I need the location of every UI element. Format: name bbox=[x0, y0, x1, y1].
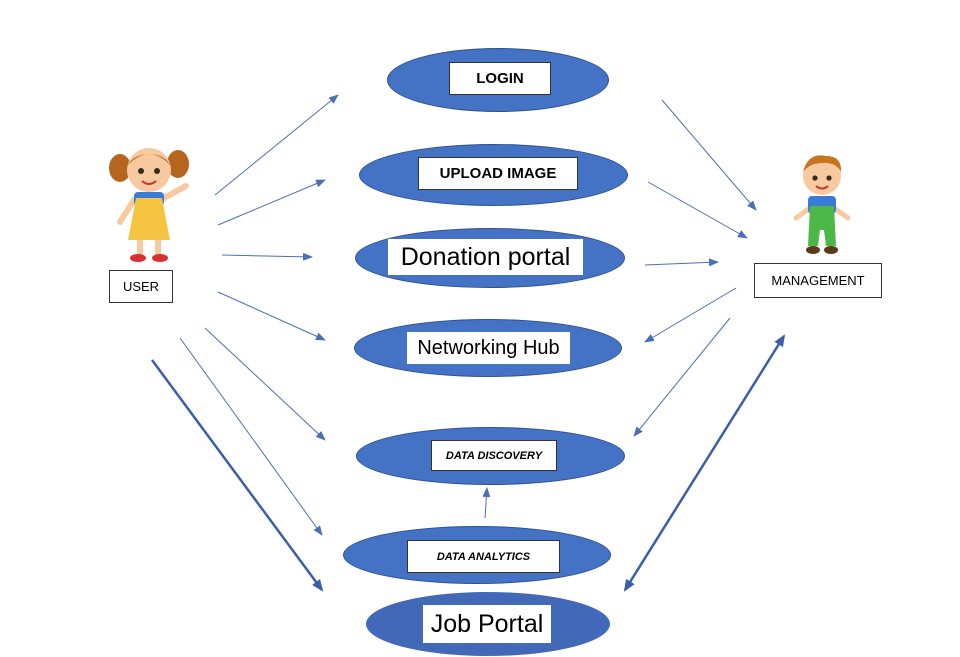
login-label: LOGIN bbox=[449, 62, 551, 95]
arrow-user-donation bbox=[221, 252, 313, 261]
data-discovery-label: DATA DISCOVERY bbox=[431, 440, 557, 471]
arrow-user-jobportal bbox=[150, 359, 324, 592]
data-analytics-label: DATA ANALYTICS bbox=[407, 540, 560, 573]
arrow-upload-management bbox=[647, 181, 748, 239]
management-boy-figure bbox=[790, 150, 854, 262]
arrow-user-analytics bbox=[179, 337, 323, 536]
upload-image-label: UPLOAD IMAGE bbox=[418, 157, 578, 190]
user-actor-label: USER bbox=[109, 270, 173, 303]
arrow-management-jobportal bbox=[623, 334, 786, 592]
arrow-login-management bbox=[661, 99, 757, 211]
arrow-user-discovery bbox=[204, 327, 326, 441]
arrow-management-networking bbox=[644, 287, 737, 343]
arrow-user-networking bbox=[217, 291, 326, 341]
management-actor-label: MANAGEMENT bbox=[754, 263, 882, 298]
donation-portal-label: Donation portal bbox=[388, 239, 583, 275]
arrow-analytics-discovery bbox=[482, 487, 491, 519]
arrow-donation-management bbox=[644, 258, 719, 267]
networking-hub-label: Networking Hub bbox=[407, 332, 570, 364]
user-girl-figure bbox=[104, 140, 194, 268]
arrow-user-login bbox=[214, 94, 339, 196]
job-portal-label: Job Portal bbox=[423, 605, 551, 643]
arrow-management-discovery bbox=[633, 317, 731, 437]
arrow-user-upload bbox=[217, 179, 326, 226]
